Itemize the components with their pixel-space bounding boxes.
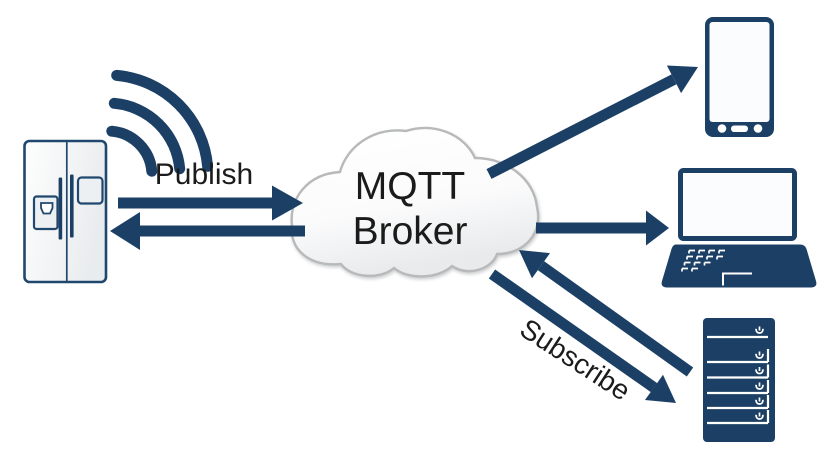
server-to-broker-arrow xyxy=(519,250,694,377)
fridge-right-handle xyxy=(70,174,74,238)
publish-label: Publish xyxy=(154,158,254,191)
broker-label-line1: MQTT xyxy=(354,165,466,208)
laptop-keyboard-keys xyxy=(681,249,725,272)
publish-return-arrow xyxy=(110,212,305,250)
publish-return-head xyxy=(110,212,140,250)
laptop-icon xyxy=(661,168,817,288)
phone-button-left xyxy=(717,124,727,133)
fridge-door-panel xyxy=(76,176,104,205)
broker-to-server-arrow xyxy=(488,269,676,403)
phone-button-right xyxy=(753,124,763,133)
fridge-dispenser-cup xyxy=(40,202,54,215)
broker-server-shaft xyxy=(488,269,658,393)
laptop-screen xyxy=(678,168,797,241)
wifi-arc-inner xyxy=(106,125,158,177)
server-broker-head xyxy=(519,250,550,279)
smartphone-icon xyxy=(705,17,774,137)
server-slot-lines xyxy=(707,335,770,425)
fridge-left-handle xyxy=(58,177,63,240)
phone-screen xyxy=(709,22,770,122)
server-body xyxy=(703,318,775,442)
phone-speaker-pill xyxy=(731,125,748,132)
broker-to-smartphone-arrow xyxy=(486,65,698,179)
broker-label-line2: Broker xyxy=(352,210,468,253)
broker-laptop-head xyxy=(646,210,669,246)
broker-to-laptop-arrow xyxy=(536,210,669,246)
laptop-trackpad xyxy=(722,272,752,286)
laptop-base xyxy=(661,244,817,288)
refrigerator-icon xyxy=(23,139,108,284)
broker-phone-shaft xyxy=(486,74,677,179)
wifi-arc-outer xyxy=(111,69,214,172)
server-broker-shaft xyxy=(537,261,694,377)
publish-arrow xyxy=(118,185,303,221)
publish-arrow-head xyxy=(272,185,303,221)
broker-label: MQTT Broker xyxy=(330,164,490,256)
fridge-body xyxy=(23,139,108,284)
broker-server-head xyxy=(645,374,676,403)
broker-phone-head xyxy=(666,65,698,94)
server-power-icons xyxy=(755,326,764,420)
server-icon xyxy=(703,318,775,442)
wifi-arc-middle xyxy=(108,97,186,175)
wifi-signal-icon xyxy=(106,69,214,177)
